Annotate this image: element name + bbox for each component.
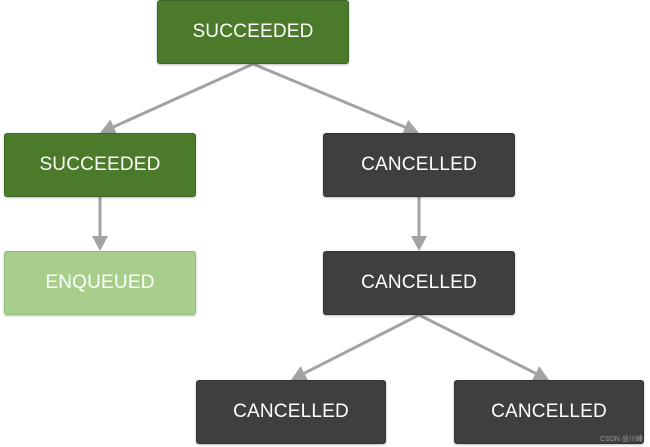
edge-n5-n6 (303, 313, 420, 375)
arrowhead-n3-n5 (411, 236, 427, 251)
arrowhead-n1-n3 (402, 119, 419, 135)
node-n7: CANCELLED (454, 380, 644, 444)
node-n2: SUCCEEDED (4, 133, 196, 197)
arrowhead-n2-n4 (92, 236, 108, 251)
arrowhead-n5-n6 (291, 366, 308, 381)
arrowhead-n1-n2 (100, 119, 117, 135)
edge-n5-n7 (418, 313, 537, 375)
node-n4: ENQUEUED (4, 251, 196, 315)
edge-n1-n2 (113, 62, 254, 129)
node-n1: SUCCEEDED (157, 0, 349, 64)
edge-n1-n3 (252, 62, 406, 129)
node-n3: CANCELLED (323, 133, 515, 197)
arrowhead-n5-n7 (532, 366, 549, 381)
node-n5: CANCELLED (323, 251, 515, 315)
watermark: CSDN @川峰 (600, 436, 643, 443)
node-n6: CANCELLED (196, 380, 386, 444)
